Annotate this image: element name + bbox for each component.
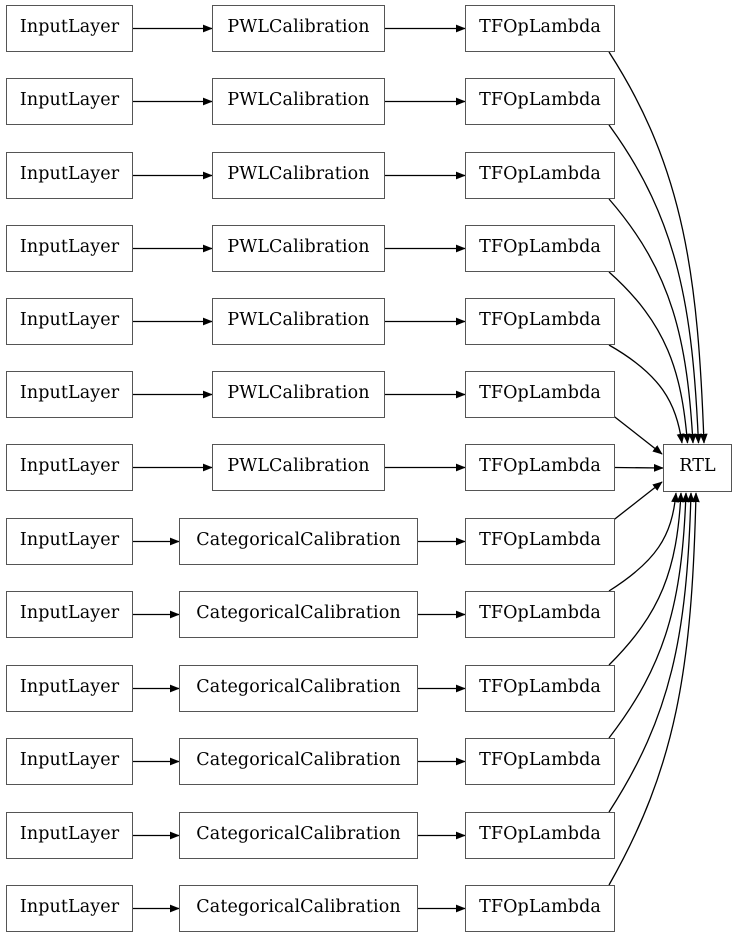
edge-lambda-to-rtl-1 xyxy=(608,124,703,444)
node-tfoplambda-12: TFOpLambda xyxy=(465,885,615,932)
edge-lambda-to-rtl-6 xyxy=(614,463,664,472)
node-inputlayer-9-label: InputLayer xyxy=(19,676,120,697)
node-tfoplambda-5-label: TFOpLambda xyxy=(479,382,601,403)
edge-lambda-to-rtl-4 xyxy=(608,344,685,444)
edge-lambda-to-rtl-7 xyxy=(610,481,663,523)
node-tfoplambda-0-label: TFOpLambda xyxy=(479,16,601,37)
node-inputlayer-4-label: InputLayer xyxy=(19,309,120,330)
node-tfoplambda-3-label: TFOpLambda xyxy=(479,236,601,257)
node-pwl-calibration-2-label: PWLCalibration xyxy=(227,163,370,184)
node-tfoplambda-1-label: TFOpLambda xyxy=(479,89,601,110)
node-inputlayer-1-label: InputLayer xyxy=(19,89,120,110)
node-categorical-calibration-10-label: CategoricalCalibration xyxy=(196,749,401,770)
node-inputlayer-12-label: InputLayer xyxy=(19,896,120,917)
node-pwl-calibration-0: PWLCalibration xyxy=(212,5,385,52)
node-categorical-calibration-8-label: CategoricalCalibration xyxy=(196,602,401,623)
node-tfoplambda-5: TFOpLambda xyxy=(465,371,615,418)
node-categorical-calibration-9: CategoricalCalibration xyxy=(179,665,418,712)
node-categorical-calibration-11: CategoricalCalibration xyxy=(179,812,418,859)
node-pwl-calibration-5-label: PWLCalibration xyxy=(227,382,370,403)
node-tfoplambda-12-label: TFOpLambda xyxy=(479,896,601,917)
node-inputlayer-11: InputLayer xyxy=(6,812,133,859)
node-inputlayer-8-label: InputLayer xyxy=(19,602,120,623)
node-tfoplambda-4: TFOpLambda xyxy=(465,298,615,345)
node-inputlayer-3: InputLayer xyxy=(6,225,133,272)
edge-lambda-to-rtl-8 xyxy=(608,492,680,592)
node-tfoplambda-2: TFOpLambda xyxy=(465,152,615,199)
node-tfoplambda-6-label: TFOpLambda xyxy=(479,455,601,476)
node-pwl-calibration-0-label: PWLCalibration xyxy=(227,16,370,37)
node-tfoplambda-6: TFOpLambda xyxy=(465,444,615,491)
edge-lambda-to-rtl-12 xyxy=(608,492,700,886)
node-tfoplambda-7-label: TFOpLambda xyxy=(479,529,601,550)
node-tfoplambda-10: TFOpLambda xyxy=(465,738,615,785)
node-inputlayer-7: InputLayer xyxy=(6,518,133,565)
node-tfoplambda-10-label: TFOpLambda xyxy=(479,749,601,770)
edge-lambda-to-rtl-5 xyxy=(610,413,663,455)
node-inputlayer-4: InputLayer xyxy=(6,298,133,345)
node-categorical-calibration-7: CategoricalCalibration xyxy=(179,518,418,565)
edge-lambda-to-rtl-0 xyxy=(608,51,708,444)
node-inputlayer-1: InputLayer xyxy=(6,78,133,125)
edge-lambda-to-rtl-3 xyxy=(608,271,691,444)
node-tfoplambda-11-label: TFOpLambda xyxy=(479,823,601,844)
node-tfoplambda-9: TFOpLambda xyxy=(465,665,615,712)
node-categorical-calibration-11-label: CategoricalCalibration xyxy=(196,823,401,844)
node-pwl-calibration-4-label: PWLCalibration xyxy=(227,309,370,330)
node-categorical-calibration-9-label: CategoricalCalibration xyxy=(196,676,401,697)
node-tfoplambda-8: TFOpLambda xyxy=(465,591,615,638)
node-rtl-output: RTL xyxy=(663,444,732,492)
node-pwl-calibration-2: PWLCalibration xyxy=(212,152,385,199)
node-categorical-calibration-7-label: CategoricalCalibration xyxy=(196,529,401,550)
node-tfoplambda-2-label: TFOpLambda xyxy=(479,163,601,184)
node-inputlayer-5-label: InputLayer xyxy=(19,382,120,403)
node-inputlayer-0: InputLayer xyxy=(6,5,133,52)
node-categorical-calibration-10: CategoricalCalibration xyxy=(179,738,418,785)
node-categorical-calibration-8: CategoricalCalibration xyxy=(179,591,418,638)
edge-lambda-to-rtl-11 xyxy=(608,492,695,813)
node-inputlayer-9: InputLayer xyxy=(6,665,133,712)
node-tfoplambda-3: TFOpLambda xyxy=(465,225,615,272)
node-pwl-calibration-3-label: PWLCalibration xyxy=(227,236,370,257)
node-inputlayer-5: InputLayer xyxy=(6,371,133,418)
node-pwl-calibration-4: PWLCalibration xyxy=(212,298,385,345)
node-tfoplambda-9-label: TFOpLambda xyxy=(479,676,601,697)
edge-lambda-to-rtl-10 xyxy=(608,492,690,739)
node-rtl-output-label: RTL xyxy=(679,456,716,477)
node-inputlayer-6: InputLayer xyxy=(6,444,133,491)
node-tfoplambda-0: TFOpLambda xyxy=(465,5,615,52)
node-pwl-calibration-6: PWLCalibration xyxy=(212,444,385,491)
node-categorical-calibration-12: CategoricalCalibration xyxy=(179,885,418,932)
node-inputlayer-10-label: InputLayer xyxy=(19,749,120,770)
edge-lambda-to-rtl-9 xyxy=(608,492,685,666)
edge-lambda-to-rtl-2 xyxy=(608,198,697,444)
node-categorical-calibration-12-label: CategoricalCalibration xyxy=(196,896,401,917)
node-pwl-calibration-5: PWLCalibration xyxy=(212,371,385,418)
node-inputlayer-2-label: InputLayer xyxy=(19,163,120,184)
node-pwl-calibration-3: PWLCalibration xyxy=(212,225,385,272)
node-inputlayer-12: InputLayer xyxy=(6,885,133,932)
node-tfoplambda-4-label: TFOpLambda xyxy=(479,309,601,330)
node-inputlayer-8: InputLayer xyxy=(6,591,133,638)
node-inputlayer-11-label: InputLayer xyxy=(19,823,120,844)
node-inputlayer-7-label: InputLayer xyxy=(19,529,120,550)
node-inputlayer-6-label: InputLayer xyxy=(19,455,120,476)
node-tfoplambda-11: TFOpLambda xyxy=(465,812,615,859)
node-tfoplambda-7: TFOpLambda xyxy=(465,518,615,565)
node-inputlayer-10: InputLayer xyxy=(6,738,133,785)
node-inputlayer-2: InputLayer xyxy=(6,152,133,199)
node-inputlayer-3-label: InputLayer xyxy=(19,236,120,257)
node-pwl-calibration-1-label: PWLCalibration xyxy=(227,89,370,110)
node-tfoplambda-1: TFOpLambda xyxy=(465,78,615,125)
node-pwl-calibration-6-label: PWLCalibration xyxy=(227,455,370,476)
node-pwl-calibration-1: PWLCalibration xyxy=(212,78,385,125)
node-tfoplambda-8-label: TFOpLambda xyxy=(479,602,601,623)
node-inputlayer-0-label: InputLayer xyxy=(19,16,120,37)
